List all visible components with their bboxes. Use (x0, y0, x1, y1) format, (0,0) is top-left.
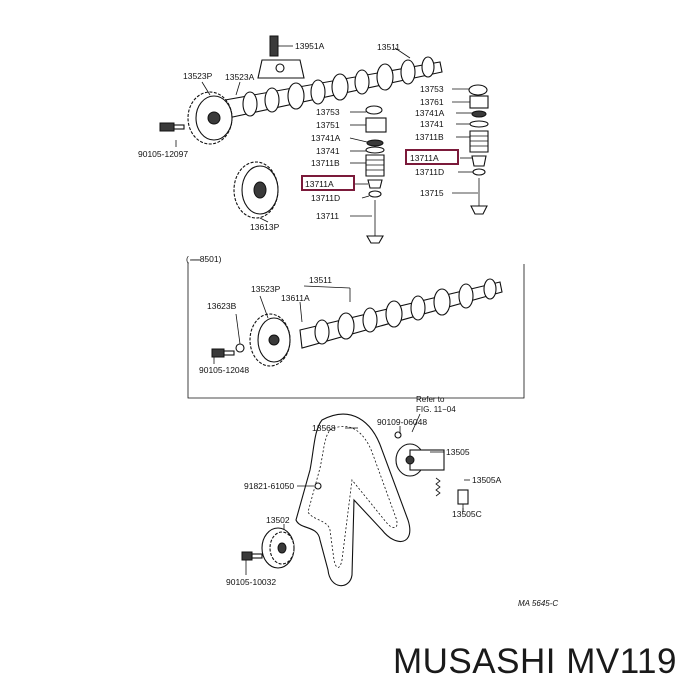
refer-note-line-1: Refer to (416, 395, 445, 404)
crank-bolt (241, 551, 263, 561)
label-13741-middle: 13741 (316, 146, 340, 156)
label-13502: 13502 (266, 515, 290, 525)
camshaft-bracket (299, 278, 503, 349)
label-13741a-right: 13741A (415, 108, 445, 118)
label-13613p: 13613P (250, 222, 280, 232)
bracket-leader-lines (213, 285, 351, 364)
highlight-box-13711a-middle (301, 175, 355, 191)
crank-pulley (261, 527, 295, 569)
label-13505a: 13505A (472, 475, 502, 485)
label-13951a: 13951A (295, 41, 325, 51)
label-13523p-bracket: 13523P (251, 284, 281, 294)
idler-pulley (395, 443, 445, 477)
top-leader-lines (175, 45, 478, 223)
label-90105-12097: 90105-12097 (138, 149, 188, 159)
label-13568: 13568 (312, 423, 336, 433)
camshaft-top (224, 56, 443, 119)
label-13711a-right: 13711A (410, 153, 439, 163)
label-13753-middle: 13753 (316, 107, 340, 117)
label-13711b-middle: 13711B (311, 158, 340, 168)
label-13761: 13761 (420, 97, 444, 107)
label-13511-top: 13511 (377, 42, 400, 52)
valve-stack-middle (365, 105, 387, 244)
label-13523a: 13523A (225, 72, 255, 82)
label-13505: 13505 (446, 447, 470, 457)
bearing-cap-bolt (257, 35, 305, 79)
gear-bolt-top (159, 122, 185, 132)
label-13711a-middle: 13711A (305, 179, 334, 189)
label-13711d-right: 13711D (415, 167, 444, 177)
top-camshaft-group: 13951A 13511 13523P 13523A 90105-12097 1… (138, 35, 489, 244)
label-91821-61050: 91821-61050 (244, 481, 294, 491)
label-13751: 13751 (316, 120, 340, 130)
label-13711b-right: 13711B (415, 132, 444, 142)
label-13753-right: 13753 (420, 84, 444, 94)
bracket-camshaft-group: ( —8501) (186, 254, 525, 399)
refer-note-line-2: FIG. 11−04 (416, 405, 456, 414)
label-13741-right: 13741 (420, 119, 444, 129)
timing-belt-group: Refer to FIG. 11−04 13568 90109-06048 13… (226, 395, 558, 608)
belt-leader-lines (245, 413, 470, 575)
brand-part-number: MUSASHI MV119 (393, 642, 677, 681)
label-13741a-middle: 13741A (311, 133, 341, 143)
label-13505c: 13505C (452, 509, 482, 519)
timing-pulley-top (233, 161, 279, 219)
highlight-box-13711a-right (405, 149, 459, 165)
label-90109-06048: 90109-06048 (377, 417, 427, 427)
valve-stack-right (468, 84, 489, 215)
cam-gear-bracket (249, 313, 291, 367)
label-13715: 13715 (420, 188, 444, 198)
gear-bolt-bracket (211, 343, 245, 358)
label-90105-12048: 90105-12048 (199, 365, 249, 375)
cam-gear-top (187, 91, 233, 145)
label-13711d-middle: 13711D (311, 193, 340, 203)
label-serial-range: ( —8501) (186, 254, 222, 264)
label-13611a: 13611A (281, 293, 310, 303)
label-13711: 13711 (316, 211, 339, 221)
figure-code: MA 5645-C (518, 599, 558, 608)
label-90105-10032: 90105-10032 (226, 577, 276, 587)
washer-small (314, 431, 402, 490)
tensioner-spring (435, 477, 441, 497)
label-13623b: 13623B (207, 301, 237, 311)
label-13523p-top: 13523P (183, 71, 213, 81)
timing-belt (295, 413, 411, 587)
label-13511-bracket: 13511 (309, 275, 332, 285)
